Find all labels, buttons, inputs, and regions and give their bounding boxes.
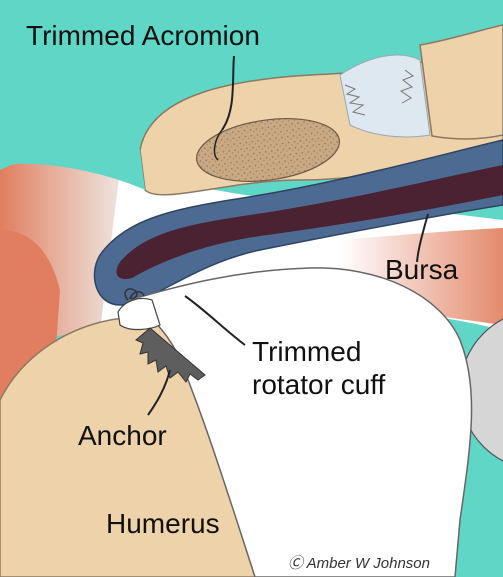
label-anchor: Anchor bbox=[78, 422, 167, 450]
copyright-credit: Ⓒ Amber W Johnson bbox=[288, 556, 430, 571]
label-bursa: Bursa bbox=[385, 256, 458, 284]
label-humerus: Humerus bbox=[106, 510, 220, 538]
label-trimmed-rotator-cuff-line2: rotator cuff bbox=[252, 371, 385, 399]
clavicle-bone bbox=[420, 25, 503, 139]
label-trimmed-rotator-cuff-line1: Trimmed bbox=[252, 338, 361, 366]
label-trimmed-acromion: Trimmed Acromion bbox=[26, 22, 260, 50]
